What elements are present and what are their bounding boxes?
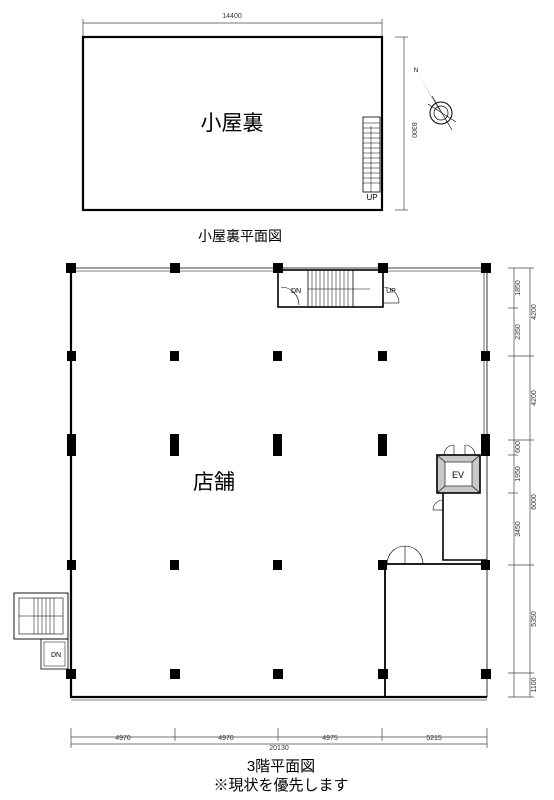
bottom-dim-1: 4970 bbox=[115, 735, 131, 742]
right-dim-4: 4200 bbox=[531, 390, 538, 406]
bottom-dim-3: 4975 bbox=[322, 735, 338, 742]
floor3-stair-up-label: UP bbox=[386, 288, 396, 295]
north-mark: N bbox=[414, 68, 418, 74]
current-condition-note: ※現状を優先します bbox=[213, 777, 348, 794]
right-dim-9: 5350 bbox=[531, 611, 538, 627]
floor3-room-label: 店舗 bbox=[193, 471, 235, 494]
attic-plan-caption: 小屋裏平面図 bbox=[198, 228, 282, 244]
back-room-door bbox=[386, 545, 424, 565]
floor3-columns bbox=[66, 263, 491, 679]
attic-room-label: 小屋裏 bbox=[201, 112, 264, 135]
attic-height-dimension: 8300 bbox=[410, 122, 417, 138]
back-room-wall bbox=[384, 563, 487, 697]
bottom-dim-4: 5215 bbox=[426, 735, 442, 742]
right-dim-3: 2350 bbox=[515, 324, 522, 340]
right-dimensions bbox=[508, 267, 534, 698]
floor3-stair-dn-label: DN bbox=[291, 288, 301, 295]
exterior-stair-dn-label: DN bbox=[51, 652, 61, 659]
attic-stair-up-label: UP bbox=[366, 193, 377, 202]
floor3-outer-wall bbox=[69, 268, 487, 699]
floor3-plan: DN UP EV bbox=[13, 263, 538, 794]
right-dim-5: 600 bbox=[515, 441, 522, 453]
total-width-dimension: 20130 bbox=[269, 745, 289, 752]
right-dim-8: 3450 bbox=[515, 521, 522, 537]
right-dim-6: 1950 bbox=[515, 466, 522, 482]
right-dim-10: 1100 bbox=[531, 677, 538, 692]
attic-width-dimension: 14400 bbox=[222, 13, 242, 20]
exterior-stair bbox=[13, 592, 69, 670]
right-dim-2: 4200 bbox=[531, 304, 538, 320]
right-dim-1: 1850 bbox=[515, 280, 522, 296]
north-arrow-icon: N bbox=[414, 68, 457, 131]
bottom-dim-2: 4970 bbox=[218, 735, 234, 742]
elevator-label: EV bbox=[452, 470, 464, 480]
attic-stair bbox=[362, 116, 381, 193]
floor3-plan-caption: 3階平面図 bbox=[247, 758, 315, 775]
elevator-core bbox=[436, 444, 481, 494]
floor3-stair bbox=[277, 269, 400, 308]
bottom-dimensions bbox=[70, 728, 488, 748]
attic-plan: 14400 8300 bbox=[81, 13, 417, 244]
right-dim-7: 6000 bbox=[531, 494, 538, 510]
attic-outline bbox=[81, 35, 384, 212]
